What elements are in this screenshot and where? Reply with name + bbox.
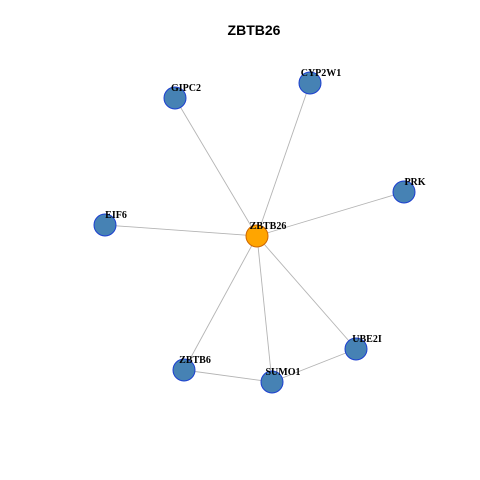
edge-zbtb26-zbtb6: [183, 235, 258, 371]
node-zbtb26: [245, 224, 269, 248]
node-ube2i: [344, 337, 368, 361]
edge-zbtb26-prk: [256, 191, 405, 237]
node-sumo1: [260, 370, 284, 394]
graph-title: ZBTB26: [228, 22, 281, 38]
node-label-cyp2w1: CYP2W1: [301, 68, 342, 79]
node-label-gipc2: GIPC2: [171, 83, 201, 94]
node-label-zbtb26: ZBTB26: [250, 221, 287, 232]
node-gipc2: [163, 86, 187, 110]
edge-zbtb26-gipc2: [174, 97, 258, 237]
node-label-ube2i: UBE2I: [352, 334, 382, 345]
node-eif6: [93, 213, 117, 237]
node-prk: [392, 180, 416, 204]
node-label-eif6: EIF6: [105, 210, 127, 221]
edge-zbtb6-sumo1: [183, 369, 273, 383]
edge-sumo1-ube2i: [271, 348, 357, 383]
edge-zbtb26-sumo1: [256, 235, 273, 383]
node-layer: [93, 71, 416, 394]
edge-layer: [104, 82, 405, 383]
node-label-prk: PRK: [404, 177, 425, 188]
node-cyp2w1: [298, 71, 322, 95]
node-label-sumo1: SUMO1: [266, 367, 301, 378]
edge-zbtb26-ube2i: [256, 235, 357, 350]
edge-zbtb26-cyp2w1: [256, 82, 311, 237]
node-zbtb6: [172, 358, 196, 382]
edge-zbtb26-eif6: [104, 224, 258, 237]
node-label-zbtb6: ZBTB6: [179, 355, 211, 366]
